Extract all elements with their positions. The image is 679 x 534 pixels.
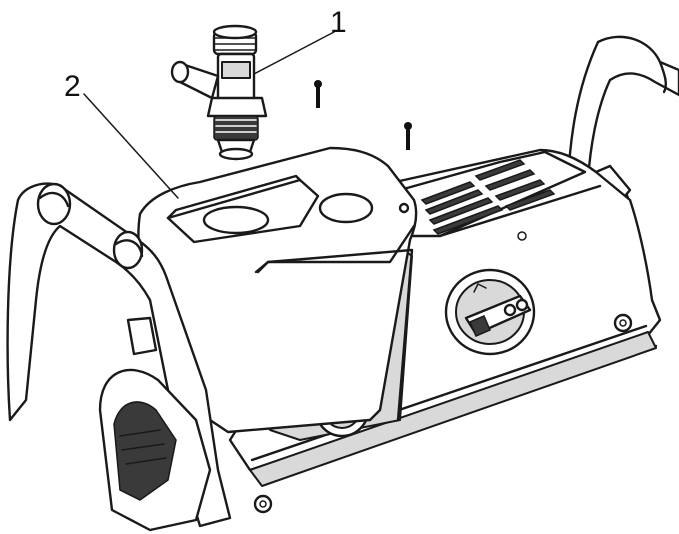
cooling-vents [420,159,556,235]
screw-head-front [253,494,273,514]
screw-left [314,80,322,108]
callout-1-number: 1 [330,6,347,39]
selector-knob [444,268,536,356]
screw-right [404,122,412,150]
callout-1-leader [253,31,335,75]
screw-head-right [613,313,633,333]
cover-port-right [318,192,374,224]
callout-2: 2 [64,70,179,199]
callout-2-number: 2 [64,70,81,103]
front-handle [6,182,232,528]
fitting [170,24,268,161]
callout-2-leader [83,93,179,199]
cover-port-left [202,205,270,235]
callout-1: 1 [253,6,347,75]
handle-grip-cap [36,182,72,226]
motor-housing [98,316,212,532]
